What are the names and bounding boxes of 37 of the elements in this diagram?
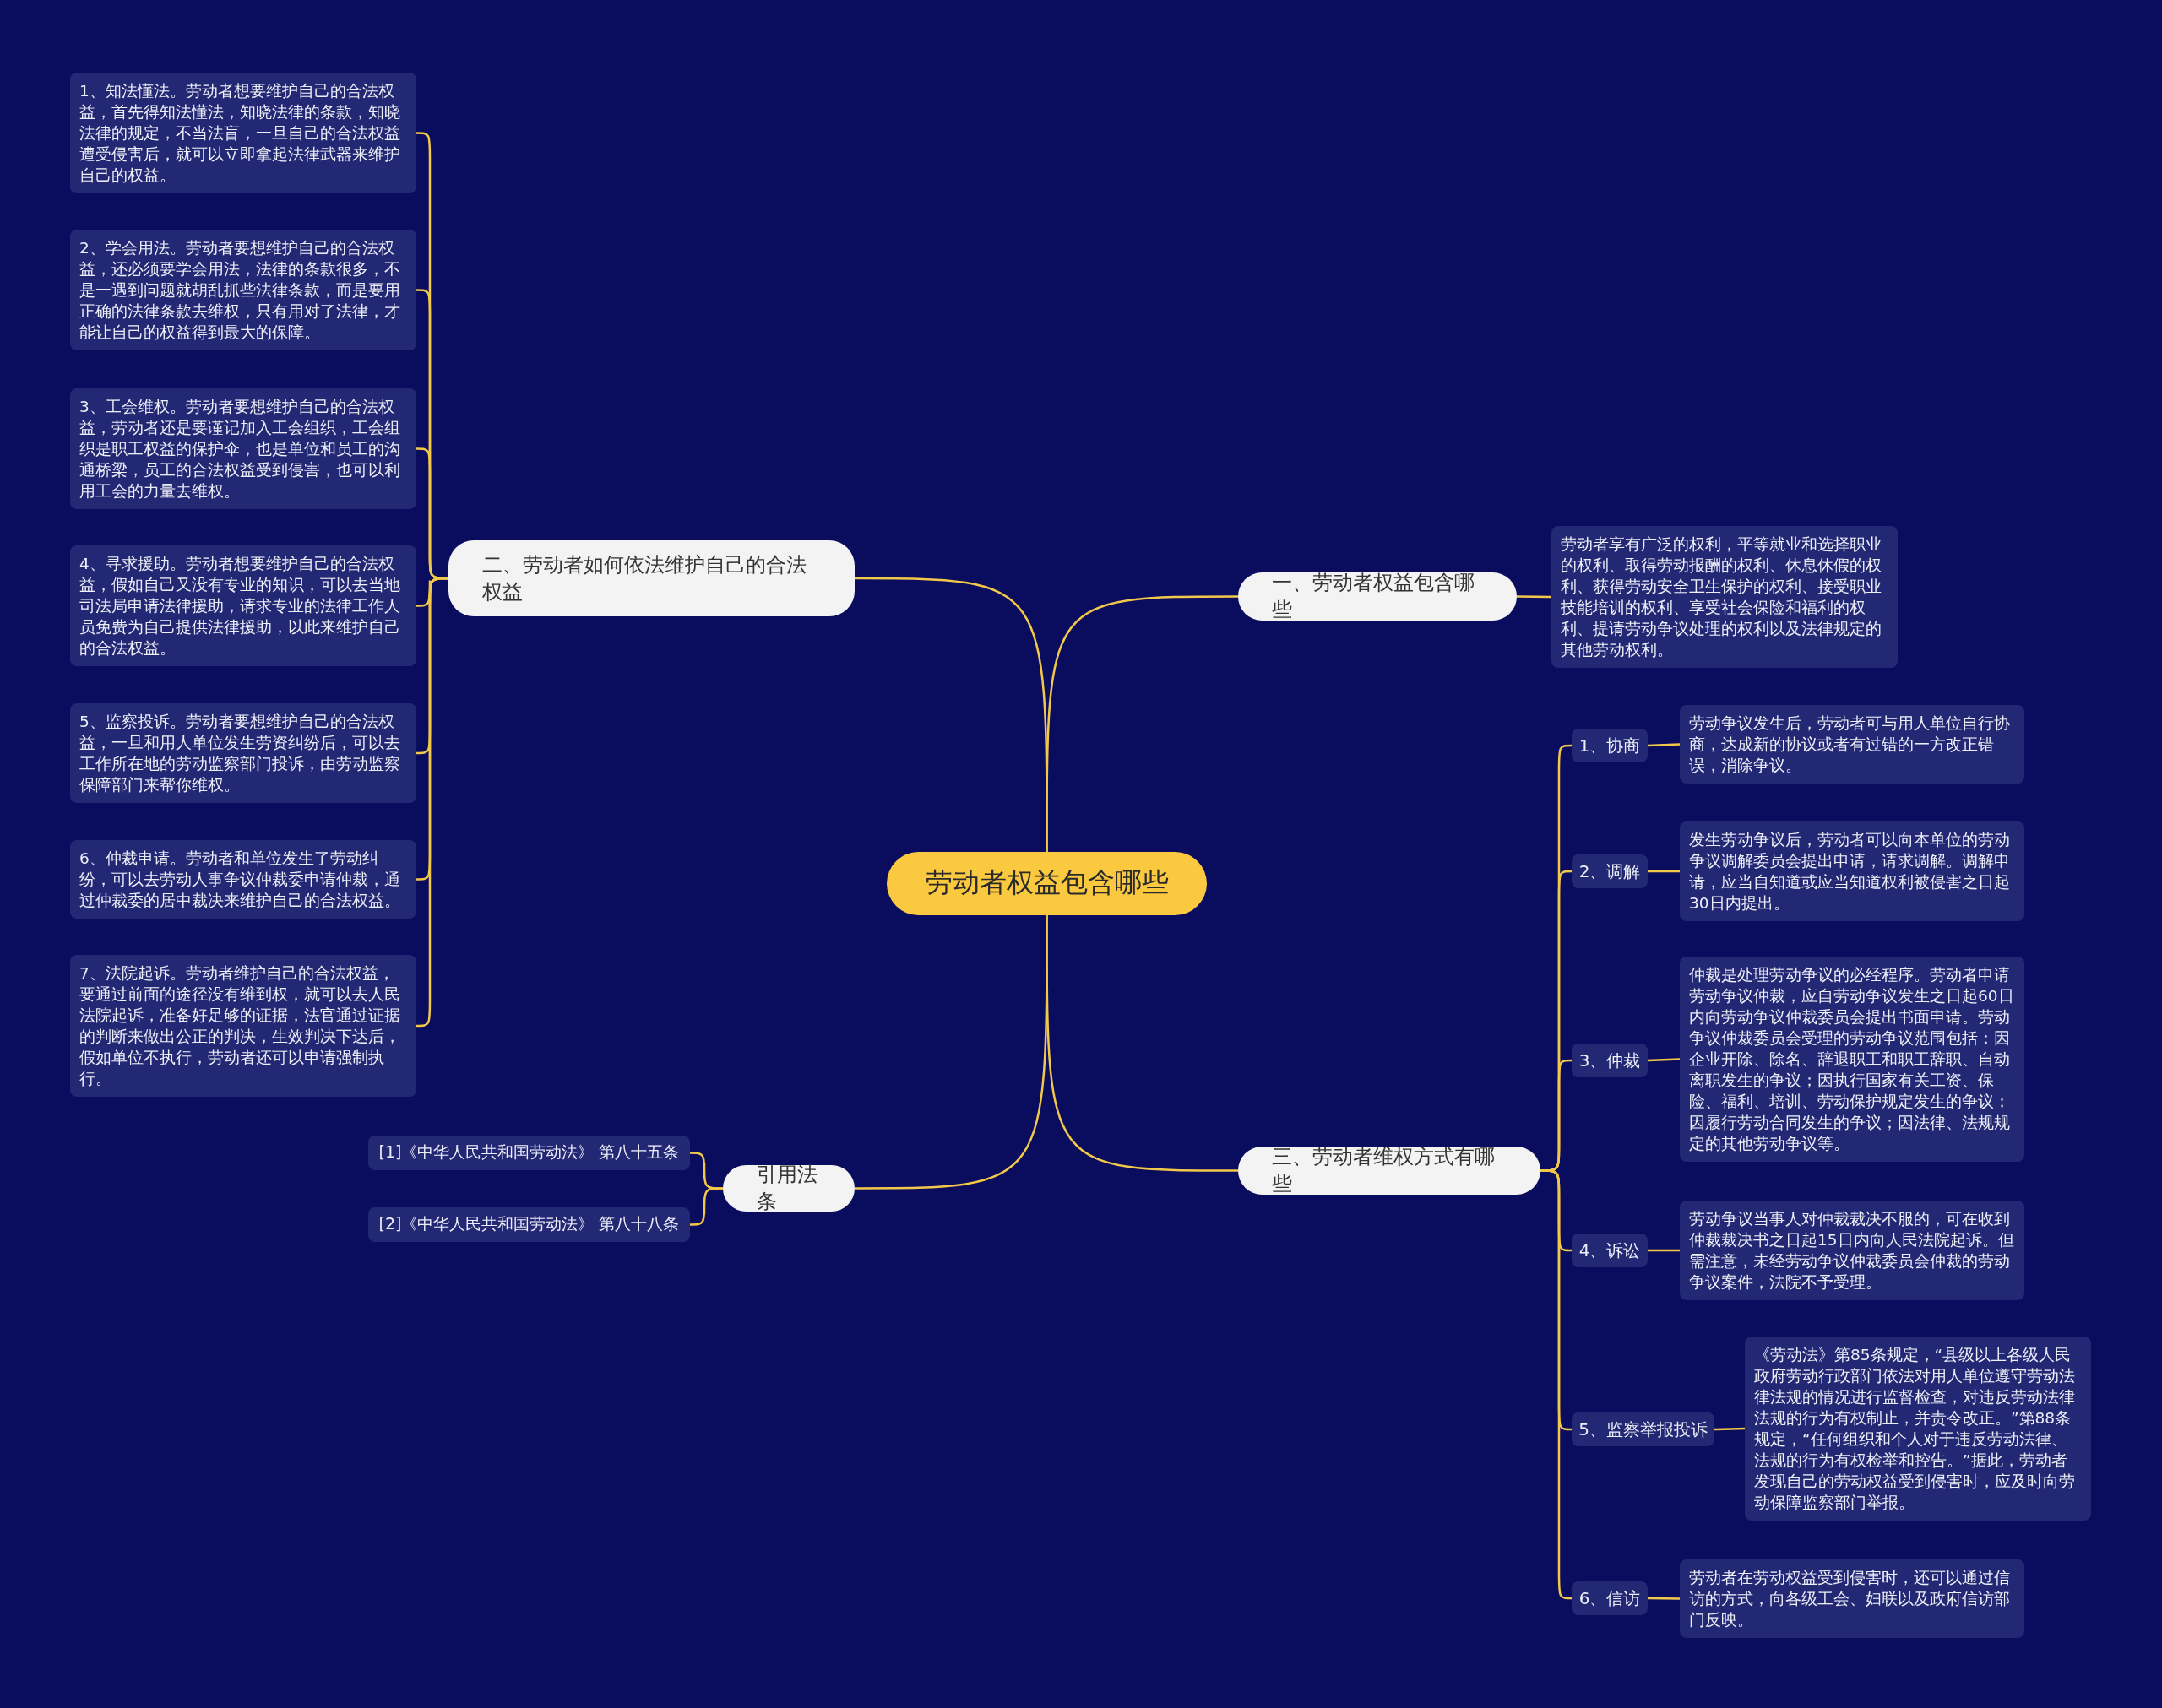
reference-tag: [2]《中华人民共和国劳动法》 第八十八条 <box>368 1206 690 1242</box>
note-box: 劳动争议当事人对仲裁裁决不服的，可在收到仲裁裁决书之日起15日内向人民法院起诉。但需注意，未经劳动争议仲裁委员会仲裁的劳动争议案件，法院不予受理。 <box>1680 1201 2024 1300</box>
connector-line <box>1647 743 1681 747</box>
connector-line <box>855 915 1048 1190</box>
note-box: 7、法院起诉。劳动者维护自己的合法权益，要通过前面的途径没有维到权，就可以去人民法院起诉，准备好足够的证据，法官通过证据的判断来做出公正的判决，生效判决下达后，假如单位不执行，劳动者还可以申请强制执行。 <box>70 955 416 1097</box>
note-box: 劳动争议发生后，劳动者可与用人单位自行协商，达成新的协议或者有过错的一方改正错误，消除争议。 <box>1680 704 2024 784</box>
note-box: 6、仲裁申请。劳动者和单位发生了劳动纠纷，可以去劳动人事争议仲裁委申请仲裁，通过仲裁委的居中裁决来维护自己的合法权益。 <box>70 839 416 919</box>
note-box: 劳动者在劳动权益受到侵害时，还可以通过信访的方式，向各级工会、妇联以及政府信访部门反映。 <box>1680 1559 2024 1638</box>
topic-pill: 二、劳动者如何依法维护自己的合法权益 <box>448 540 855 616</box>
subtopic-tag: 1、协商 <box>1572 729 1648 762</box>
note-box: 2、学会用法。劳动者要想维护自己的合法权益，还必须要学会用法，法律的条款很多，不是一遇到问题就胡乱抓些法律条款，而是要用正确的法律条款去维权，只有用对了法律，才能让自己的权益得到最大的保障。 <box>70 229 416 350</box>
note-box: 《劳动法》第85条规定，“县级以上各级人民政府劳动行政部门依法对用人单位遵守劳动法律法规的情况进行监督检查，对违反劳动法律法规的行为有权制止，并责令改正。”第88条规定，“任何组织和个人对于违反劳动法律、法规的行为有权检举和控告。”据此，劳动者发现自己的劳动权益受到侵害时，应及时向劳动保障监察部门举报。 <box>1745 1337 2091 1521</box>
connector-line <box>855 577 1048 852</box>
topic-pill: 引用法条 <box>723 1164 855 1212</box>
subtopic-tag: 4、诉讼 <box>1572 1234 1648 1267</box>
central-topic: 劳动者权益包含哪些 <box>887 851 1207 915</box>
subtopic-tag: 2、调解 <box>1572 854 1648 888</box>
subtopic-tag: 5、监察举报投诉 <box>1572 1412 1714 1446</box>
topic-pill: 三、劳动者维权方式有哪些 <box>1238 1146 1540 1195</box>
subtopic-tag: 3、仲裁 <box>1572 1044 1648 1077</box>
note-box: 劳动者享有广泛的权利，平等就业和选择职业的权利、取得劳动报酬的权利、休息休假的权利、获得劳动安全卫生保护的权利、接受职业技能培训的权利、享受社会保险和福利的权利、提请劳动争议处理的权利以及法律规定的其他劳动权利。 <box>1551 526 1898 668</box>
subtopic-tag: 6、信访 <box>1572 1581 1648 1615</box>
connector-line <box>1647 1058 1681 1062</box>
connector-line <box>1648 1249 1680 1252</box>
connector-line <box>1648 870 1680 873</box>
note-box: 4、寻求援助。劳动者想要维护自己的合法权益，假如自己又没有专业的知识，可以去当地司法局申请法律援助，请求专业的法律工作人员免费为自己提供法律援助，以此来维护自己的合法权益。 <box>70 545 416 666</box>
connector-line <box>1714 1427 1746 1431</box>
note-box: 5、监察投诉。劳动者要想维护自己的合法权益，一旦和用人单位发生劳资纠纷后，可以去工作所在地的劳动监察部门投诉，由劳动监察保障部门来帮你维权。 <box>70 703 416 803</box>
topic-pill: 一、劳动者权益包含哪些 <box>1238 572 1517 621</box>
connector-line <box>690 1187 723 1226</box>
note-box: 3、工会维权。劳动者要想维护自己的合法权益，劳动者还是要谨记加入工会组织，工会组织是职工权益的保护伞，也是单位和员工的沟通桥梁，员工的合法权益受到侵害，也可以利用工会的力量去维权。 <box>70 388 416 509</box>
reference-tag: [1]《中华人民共和国劳动法》 第八十五条 <box>368 1135 690 1170</box>
note-box: 发生劳动争议后，劳动者可以向本单位的劳动争议调解委员会提出申请，请求调解。调解申请，应当自知道或应当知道权利被侵害之日起30日内提出。 <box>1680 821 2024 921</box>
note-box: 1、知法懂法。劳动者想要维护自己的合法权益，首先得知法懂法，知晓法律的条款，知晓法律的规定，不当法盲，一旦自己的合法权益遭受侵害后，就可以立即拿起法律武器来维护自己的权益。 <box>70 72 416 193</box>
connector-line <box>1517 595 1551 599</box>
connector-line <box>1648 1597 1680 1600</box>
note-box: 仲裁是处理劳动争议的必经程序。劳动者申请劳动争议仲裁，应自劳动争议发生之日起60日内向劳动争议仲裁委员会提出书面申请。劳动争议仲裁委员会受理的劳动争议范围包括：因企业开除、除名、辞退职工和职工辞职、自动离职发生的争议；因执行国家有关工资、保险、福利、培训、劳动保护规定发生的争议；因履行劳动合同发生的争议；因法律、法规规定的其他劳动争议等。 <box>1680 956 2024 1162</box>
